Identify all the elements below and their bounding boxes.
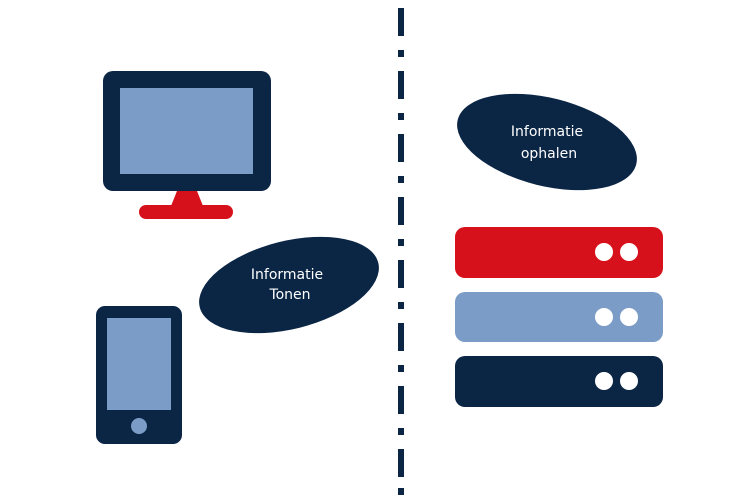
dash-dot-divider	[398, 8, 404, 495]
bubble-right-line1: Informatie	[511, 124, 583, 140]
informatie-ophalen-bubble: Informatie ophalen	[457, 93, 637, 191]
server-unit-navy	[455, 356, 663, 407]
server-unit-red	[455, 227, 663, 278]
bubble-left-line1: Informatie	[251, 267, 323, 283]
bubble-left-line2: Tonen	[268, 287, 310, 303]
informatie-tonen-bubble: Informatie Tonen	[199, 236, 379, 334]
smartphone-icon	[96, 306, 182, 444]
bubble-right-line2: ophalen	[521, 146, 577, 162]
server-stack-icon	[455, 227, 663, 407]
desktop-monitor-icon	[103, 71, 271, 219]
server-unit-light-blue	[455, 292, 663, 342]
